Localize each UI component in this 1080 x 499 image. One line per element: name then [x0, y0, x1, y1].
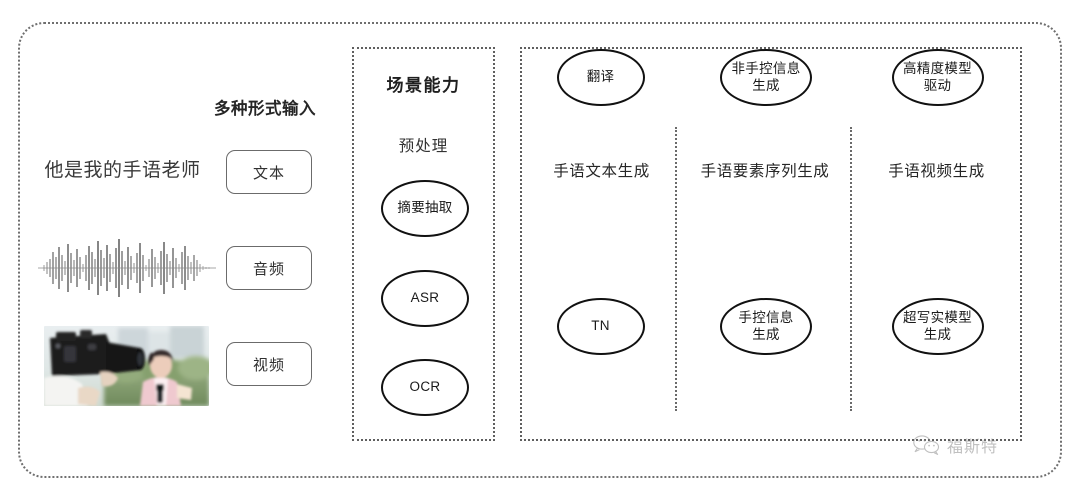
modality-box-text[interactable]: 文本 — [226, 150, 312, 194]
diagram-outer-frame — [18, 22, 1062, 478]
watermark-label: 福斯特 — [947, 439, 999, 456]
core-node[interactable]: 非手控信息生成 — [720, 49, 812, 106]
scene-group-title: 场景能力 — [386, 76, 461, 95]
input-section-title: 多种形式输入 — [214, 100, 316, 118]
core-node[interactable]: 翻译 — [556, 49, 645, 106]
core-node[interactable]: 高精度模型驱动 — [891, 49, 984, 106]
input-panel: 多种形式输入 他是我的手语老师 — [30, 95, 340, 425]
sample-sentence-text: 他是我的手语老师 — [44, 160, 201, 181]
core-column-divider — [850, 127, 852, 411]
core-column-divider — [675, 127, 677, 411]
scene-node[interactable]: 摘要抽取 — [381, 180, 469, 237]
scene-node[interactable]: ASR — [381, 270, 469, 327]
core-node[interactable]: 超写实模型生成 — [891, 298, 984, 355]
core-column-element-sequence: 手语要素序列生成 手控信息生成 非手控信息生成 — [681, 49, 849, 439]
modality-box-audio[interactable]: 音频 — [226, 246, 312, 290]
core-column-header: 手语要素序列生成 — [700, 163, 830, 180]
core-column-video-generation: 手语视频生成 超写实模型生成 高精度模型驱动 — [855, 49, 1018, 439]
core-node[interactable]: 手控信息生成 — [720, 298, 812, 355]
watermark: 福斯特 — [912, 433, 998, 457]
wechat-icon — [913, 435, 940, 455]
modality-box-video[interactable]: 视频 — [226, 342, 312, 386]
waveform-icon — [38, 239, 216, 297]
scene-node[interactable]: OCR — [381, 359, 469, 416]
video-thumbnail-icon — [44, 326, 209, 406]
modality-label: 视频 — [252, 356, 285, 374]
modality-label: 文本 — [252, 164, 285, 182]
core-node[interactable]: TN — [556, 298, 645, 355]
scene-group-subtitle: 预处理 — [398, 138, 449, 155]
core-column-header: 手语文本生成 — [553, 163, 650, 180]
core-column-header: 手语视频生成 — [888, 163, 985, 180]
modality-label: 音频 — [252, 260, 285, 278]
core-column-text-generation: 手语文本生成 TN 翻译 — [528, 49, 675, 439]
scene-capability-group: 场景能力 预处理 摘要抽取 ASR OCR — [352, 47, 495, 441]
